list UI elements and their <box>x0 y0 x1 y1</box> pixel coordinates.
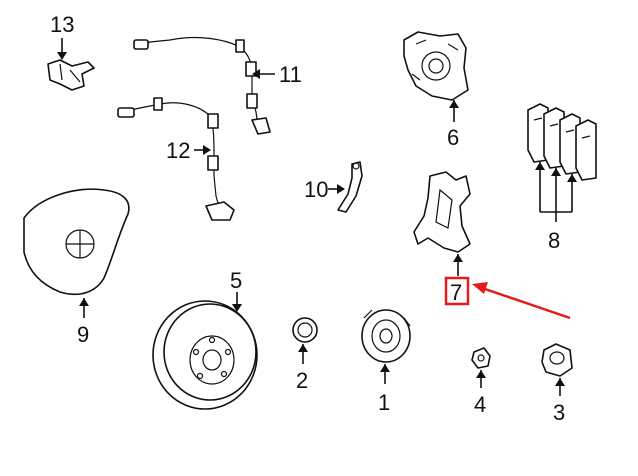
part-11-sensor-cable <box>133 36 271 135</box>
callout-8: 8 <box>548 228 560 253</box>
callout-2: 2 <box>296 368 308 393</box>
arrowhead-8a <box>535 162 545 170</box>
arrowhead-8c <box>567 174 577 182</box>
arrowhead-7 <box>453 254 463 262</box>
callout-12: 12 <box>166 138 190 163</box>
part-2-cap <box>292 317 318 343</box>
arrowhead-11 <box>252 69 260 79</box>
part-3-hub-nut <box>541 343 573 377</box>
arrowhead-5 <box>232 304 242 312</box>
arrowhead-8b <box>551 168 561 176</box>
arrowhead-10 <box>337 184 345 194</box>
part-13-bracket-clip <box>47 59 95 91</box>
part-6-brake-caliper <box>403 31 469 101</box>
red-pointer-line <box>481 286 571 320</box>
callout-4: 4 <box>474 392 486 417</box>
callout-3: 3 <box>553 400 565 425</box>
part-10-fitting <box>337 161 363 213</box>
part-12-sensor-cable <box>117 97 235 221</box>
callout-1: 1 <box>378 390 390 415</box>
arrowhead-13 <box>57 52 67 60</box>
highlight-box-7 <box>444 276 470 306</box>
part-4-nut <box>471 347 491 369</box>
callout-9: 9 <box>77 322 89 347</box>
part-1-wheel-hub <box>361 309 411 363</box>
part-5-brake-rotor <box>152 300 258 410</box>
callout-6: 6 <box>447 125 459 150</box>
arrowhead-4 <box>476 370 486 378</box>
callout-11: 11 <box>279 62 302 87</box>
arrowhead-9 <box>79 298 89 306</box>
arrowhead-6 <box>449 100 459 108</box>
arrowhead-12 <box>203 145 211 155</box>
red-pointer-arrowhead <box>472 282 488 294</box>
part-9-splash-shield <box>23 188 130 296</box>
callout-5: 5 <box>230 268 242 293</box>
callout-10: 10 <box>304 177 328 202</box>
callout-7: 7 <box>450 280 462 305</box>
callout-13: 13 <box>50 12 74 37</box>
part-7-caliper-carrier <box>413 171 471 253</box>
arrowhead-2 <box>298 344 308 352</box>
arrowhead-3 <box>555 378 565 386</box>
arrowhead-1 <box>380 364 390 372</box>
part-8-brake-pads <box>527 103 597 181</box>
